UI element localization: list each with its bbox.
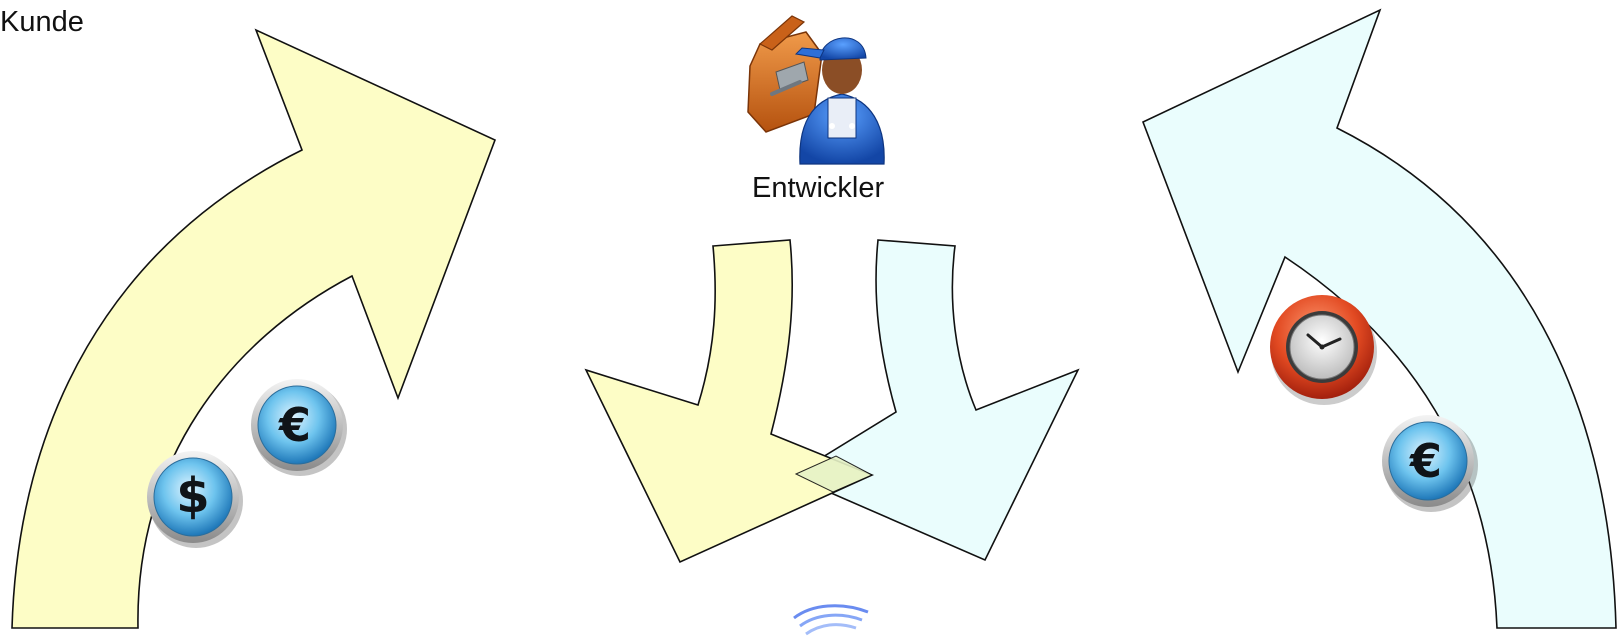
arrow-overlap — [794, 455, 874, 493]
clock-icon — [1270, 295, 1377, 405]
payment-arrow-left — [11, 28, 497, 629]
developer-label: Entwickler — [752, 172, 885, 204]
svg-text:€: € — [278, 398, 311, 452]
customer-label: Kunde — [0, 6, 84, 38]
svg-text:$: $ — [176, 468, 209, 524]
euro-coin-left-icon: € — [251, 379, 347, 476]
euro-coin-right-icon: € — [1382, 415, 1478, 512]
svg-text:€: € — [1409, 434, 1442, 488]
developer-arrow-yellow — [584, 239, 875, 564]
developer-arrow-cyan — [790, 239, 1080, 562]
dollar-coin-icon: $ — [147, 451, 243, 548]
circular-arrows-icon — [793, 604, 869, 636]
developer-with-toolbox-icon — [747, 15, 885, 165]
time-arrow-right — [1141, 8, 1617, 629]
